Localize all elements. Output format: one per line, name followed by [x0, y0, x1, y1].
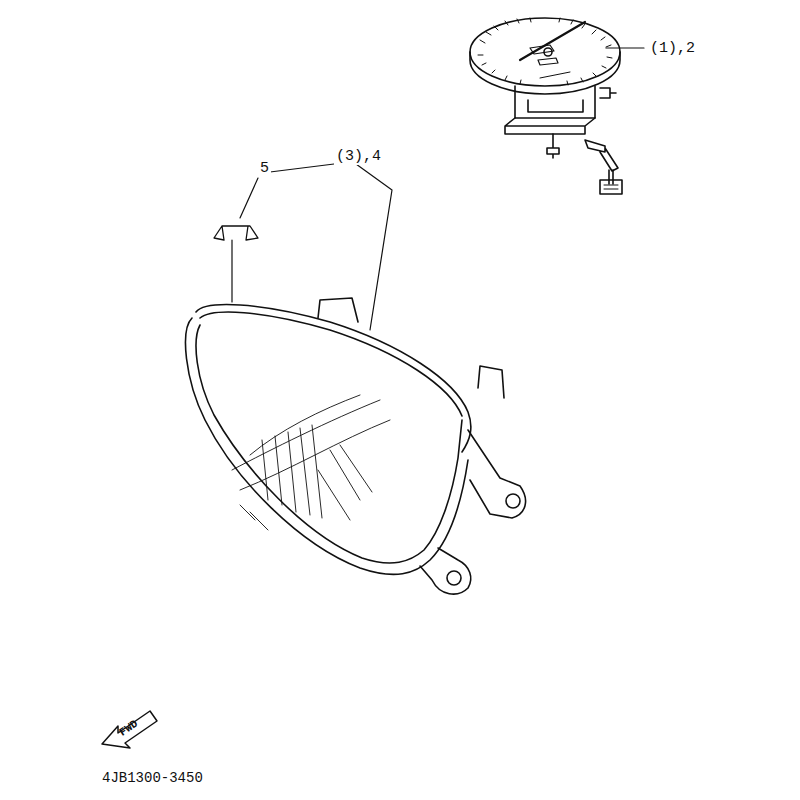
callout-number: 5 [258, 160, 271, 177]
leader-line [606, 47, 644, 48]
callout-number: (3),4 [334, 148, 383, 165]
headlight [186, 298, 526, 594]
leader-line [231, 240, 232, 302]
bracket-line [270, 164, 392, 330]
callout-number: (1),2 [648, 40, 697, 57]
drawing-code: 4JB1300-3450 [100, 770, 205, 786]
clip [214, 226, 258, 240]
forward-arrow [102, 711, 157, 748]
leader-line [240, 178, 258, 218]
gauge-unit [470, 18, 622, 194]
